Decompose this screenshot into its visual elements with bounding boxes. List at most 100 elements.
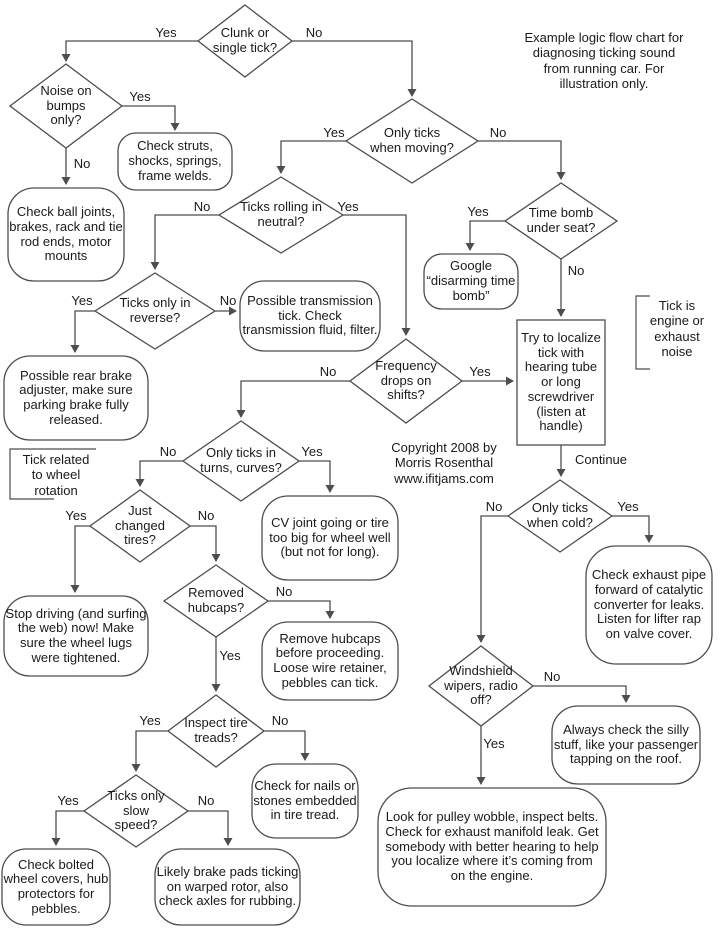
action-struts: Check struts, shocks, springs, frame wel… <box>128 138 222 183</box>
action-rear-brake: Possible rear brake adjuster, make sure … <box>19 367 133 427</box>
action-exhaust-pipe: Check exhaust pipe forward of catalytic … <box>591 567 707 642</box>
label-freq-yes: Yes <box>469 364 491 379</box>
shape-pulley <box>377 787 607 907</box>
edge-turns-yes <box>299 460 335 493</box>
action-stop-driving: Stop driving (and surfing the web) now! … <box>5 605 147 665</box>
shape-only-cold <box>506 479 614 553</box>
action-google: Google “disarming time bomb” <box>426 258 516 303</box>
label-bomb-yes: Yes <box>467 204 489 219</box>
label-reverse-no: No <box>219 293 237 308</box>
action-nails: Check for nails or stones embedded in ti… <box>253 777 357 823</box>
label-cold-no: No <box>485 499 503 514</box>
edge-clunk-yes <box>61 40 198 62</box>
shape-reverse <box>93 272 217 350</box>
shape-localize <box>516 319 606 446</box>
label-moving-yes: Yes <box>323 125 345 140</box>
action-brake-pads: Likely brake pads ticking on warped roto… <box>156 863 299 909</box>
shape-slow-speed <box>82 774 190 848</box>
shape-transmission <box>239 280 381 352</box>
label-freq-no: No <box>319 364 337 379</box>
label-tires-no: No <box>197 508 215 523</box>
edge-bomb-yes <box>465 220 505 251</box>
decision-noise-bumps: Noise on bumps only? <box>40 82 92 128</box>
label-cold-yes: Yes <box>617 499 639 514</box>
label-hubcaps-yes: Yes <box>219 648 241 663</box>
decision-wipers: Windshield wipers, radio off? <box>444 662 518 708</box>
edge-reverse-yes <box>70 310 95 353</box>
decision-inspect-treads: Inspect tire treads? <box>184 715 248 745</box>
edge-turns-no <box>135 460 183 487</box>
decision-freq-shifts: Frequency drops on shifts? <box>375 357 437 403</box>
edge-moving-yes <box>276 140 346 174</box>
label-bomb-no: No <box>567 263 585 278</box>
decision-rolling-neutral: Ticks rolling in neutral? <box>240 199 322 229</box>
shape-wipers <box>427 645 535 727</box>
shape-noise-bumps <box>8 63 124 149</box>
action-ball-joints: Check ball joints, brakes, rack and tie … <box>9 204 123 264</box>
label-neutral-no: No <box>193 199 211 214</box>
edge-bumps-yes <box>122 105 180 131</box>
copyright-note: Copyright 2008 by Morris Rosenthal www.i… <box>391 440 497 486</box>
decision-time-bomb: Time bomb under seat? <box>526 205 596 235</box>
action-pulley: Look for pulley wobble, inspect belts. C… <box>385 809 599 884</box>
shape-bolted-covers <box>1 848 111 926</box>
label-bumps-yes: Yes <box>129 89 151 104</box>
edge-neutral-no <box>150 214 219 270</box>
label-turns-yes: Yes <box>301 444 323 459</box>
shape-inspect-treads <box>166 694 266 768</box>
shape-struts <box>117 132 233 191</box>
shape-time-bomb <box>503 182 619 260</box>
label-wipers-yes: Yes <box>483 736 505 751</box>
edge-tires-no <box>190 525 221 562</box>
edge-moving-no <box>478 140 566 180</box>
wheel-note: Tick related to wheel rotation <box>22 452 90 498</box>
decision-slow-speed: Ticks only slow speed? <box>107 787 165 833</box>
decision-removed-hubcaps: Removed hubcaps? <box>187 585 245 615</box>
edge-cold-no <box>476 515 508 643</box>
edge-treads-no <box>264 730 310 761</box>
label-wipers-no: No <box>543 669 561 684</box>
action-silly-stuff: Always check the silly stuff, like your … <box>553 721 699 767</box>
decision-reverse: Ticks only in reverse? <box>119 295 191 325</box>
edge-hubcaps-no <box>268 600 335 619</box>
action-transmission: Possible transmission tick. Check transm… <box>242 292 378 338</box>
shape-rear-brake <box>3 355 149 441</box>
shape-turns <box>181 420 301 502</box>
edge-neutral-yes <box>343 214 411 336</box>
decision-changed-tires: Just changed tires? <box>115 502 165 548</box>
label-clunk-no: No <box>305 25 323 40</box>
label-continue: Continue <box>574 452 628 467</box>
wheel-note-bracket <box>9 448 96 500</box>
label-turns-no: No <box>159 444 177 459</box>
shape-freq-shifts <box>348 338 464 424</box>
shape-remove-hubcaps <box>261 621 399 701</box>
decision-turns: Only ticks in turns, curves? <box>200 445 282 475</box>
engine-note-bracket <box>635 295 650 370</box>
edge-treads-yes <box>131 730 168 772</box>
decision-only-cold: Only ticks when cold? <box>527 500 593 530</box>
action-remove-hubcaps: Remove hubcaps before proceeding. Loose … <box>273 630 387 690</box>
action-localize: Try to localize tick with hearing tube o… <box>521 330 601 434</box>
shape-clunk <box>196 4 294 78</box>
shape-rolling-neutral <box>217 176 345 254</box>
shape-cv-joint <box>261 495 399 581</box>
shape-ball-joints <box>7 187 125 282</box>
label-moving-no: No <box>489 125 507 140</box>
label-clunk-yes: Yes <box>155 25 177 40</box>
shape-google <box>423 253 519 310</box>
decision-only-moving: Only ticks when moving? <box>370 125 454 155</box>
edge-wipers-no <box>533 685 631 703</box>
engine-note: Tick is engine or exhaust noise <box>649 298 705 359</box>
action-bolted-covers: Check bolted wheel covers, hub protector… <box>3 856 109 916</box>
label-slow-yes: Yes <box>57 793 79 808</box>
shape-brake-pads <box>154 848 301 926</box>
shape-stop-driving <box>3 595 149 677</box>
edge-tires-yes <box>70 525 90 593</box>
edge-slow-yes <box>51 810 84 846</box>
label-tires-yes: Yes <box>65 508 87 523</box>
edge-freq-no <box>236 380 350 418</box>
label-reverse-yes: Yes <box>71 293 93 308</box>
shape-only-moving <box>344 98 480 184</box>
